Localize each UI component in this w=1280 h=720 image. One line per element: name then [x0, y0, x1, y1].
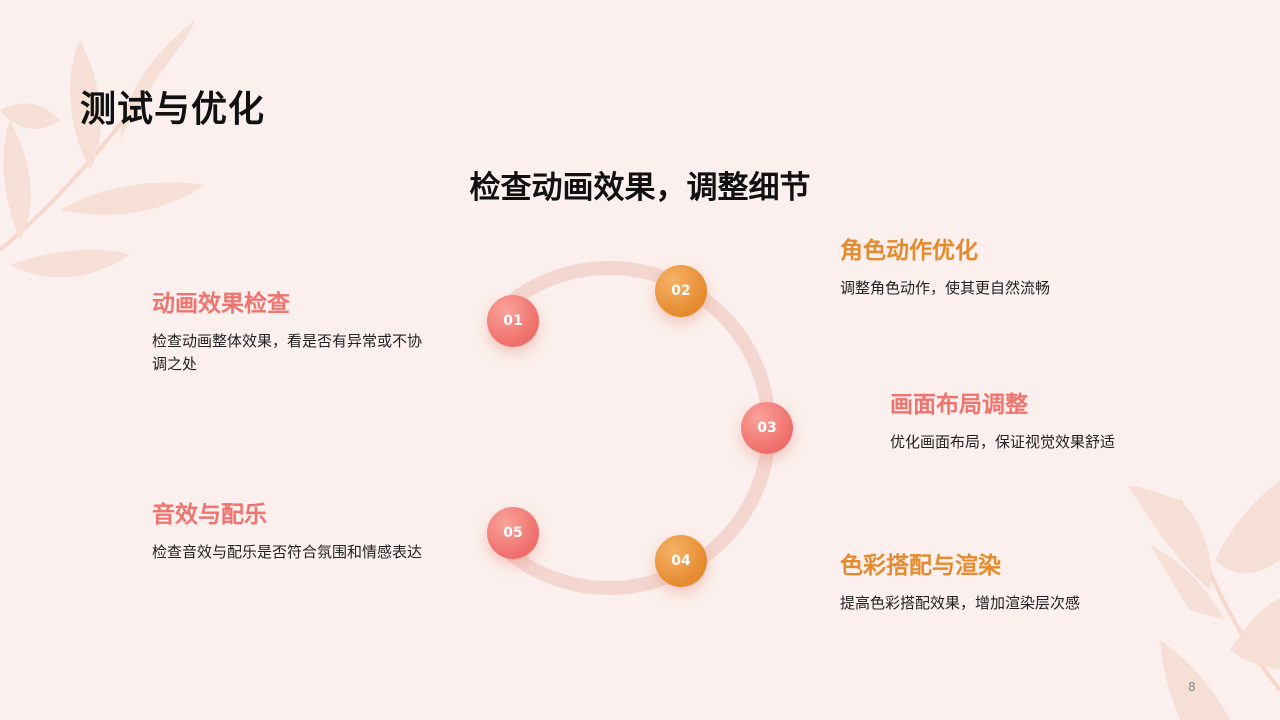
- step-title: 画面布局调整: [890, 392, 1028, 418]
- step-title: 动画效果检查: [152, 291, 290, 317]
- step-item-03: 画面布局调整 优化画面布局，保证视觉效果舒适: [890, 385, 1260, 454]
- step-node-02: 02: [655, 265, 707, 317]
- step-node-01: 01: [487, 295, 539, 347]
- step-description: 检查音效与配乐是否符合氛围和情感表达: [152, 543, 423, 561]
- step-node-03: 03: [741, 402, 793, 454]
- step-node-04: 04: [655, 535, 707, 587]
- step-item-01: 动画效果检查 检查动画整体效果，看是否有异常或不协调之处: [152, 284, 434, 376]
- page-number: 8: [1188, 680, 1196, 694]
- step-item-02: 角色动作优化 调整角色动作，使其更自然流畅: [840, 231, 1220, 300]
- step-node-05: 05: [487, 507, 539, 559]
- step-description: 调整角色动作，使其更自然流畅: [840, 279, 1051, 297]
- step-item-05: 音效与配乐 检查音效与配乐是否符合氛围和情感表达: [152, 495, 434, 564]
- page-title: 测试与优化: [80, 89, 266, 131]
- step-title: 角色动作优化: [840, 238, 978, 264]
- step-description: 检查动画整体效果，看是否有异常或不协调之处: [152, 332, 423, 373]
- step-description: 优化画面布局，保证视觉效果舒适: [890, 433, 1116, 451]
- step-description: 提高色彩搭配效果，增加渲染层次感: [840, 594, 1081, 612]
- step-item-04: 色彩搭配与渲染 提高色彩搭配效果，增加渲染层次感: [840, 546, 1220, 615]
- step-title: 音效与配乐: [152, 502, 267, 528]
- slide-subtitle: 检查动画效果，调整细节: [469, 169, 811, 206]
- step-title: 色彩搭配与渲染: [840, 553, 1001, 579]
